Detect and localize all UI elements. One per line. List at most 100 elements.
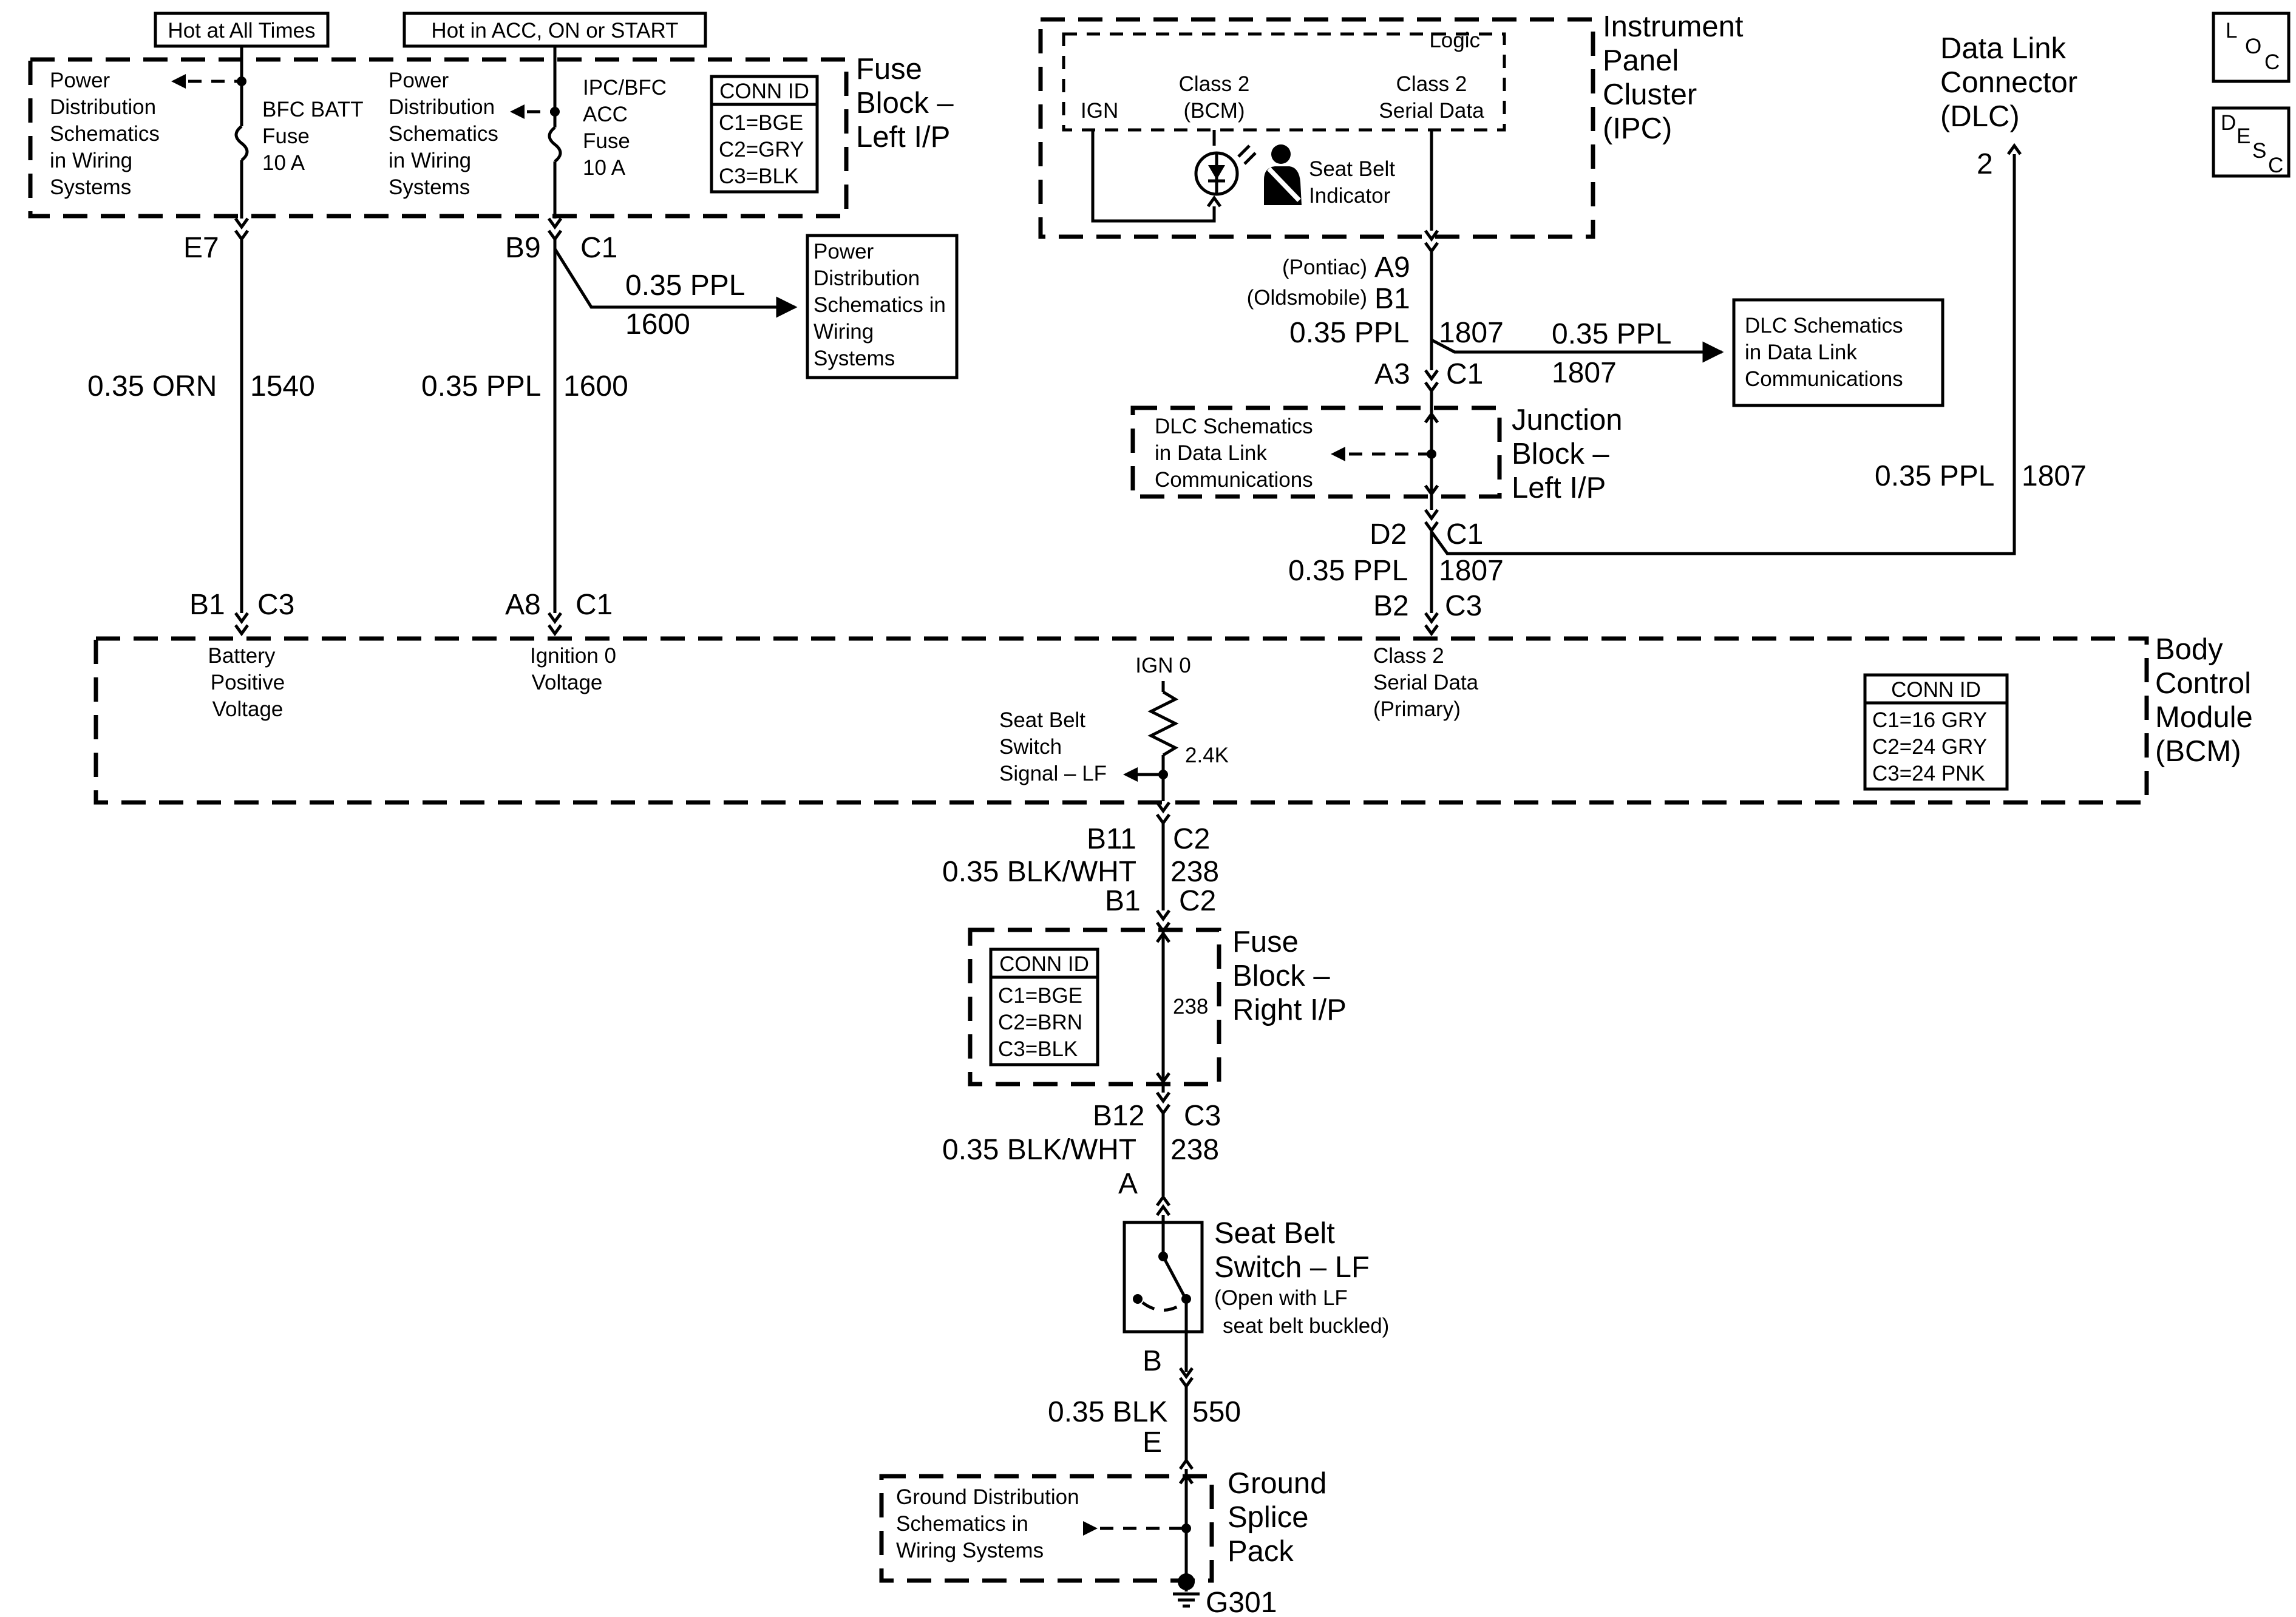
seat-belt-switch-lf: Seat Belt Switch – LF (Open with LF seat…	[1123, 1215, 1389, 1338]
svg-text:DLC Schematics: DLC Schematics	[1155, 415, 1313, 438]
svg-text:Wiring: Wiring	[813, 320, 874, 344]
svg-text:10 A: 10 A	[262, 151, 305, 175]
svg-text:(Open with LF: (Open with LF	[1214, 1286, 1348, 1310]
data-link-connector: Data Link Connector (DLC) 2	[1940, 32, 2077, 180]
ground-distribution-ref[interactable]: Ground Distribution Schematics in Wiring…	[896, 1485, 1079, 1562]
power-distribution-ref-1[interactable]: Power Distribution Schematics in Wiring …	[50, 69, 160, 199]
svg-text:in Wiring: in Wiring	[50, 149, 132, 172]
svg-text:C3=BLK: C3=BLK	[998, 1037, 1078, 1061]
svg-text:0.35 PPL: 0.35 PPL	[1875, 460, 1994, 492]
svg-text:in Data Link: in Data Link	[1745, 341, 1857, 364]
connector-c3: C3	[257, 589, 294, 621]
svg-text:Distribution: Distribution	[50, 95, 156, 119]
svg-text:Fuse: Fuse	[583, 129, 630, 153]
svg-text:Ignition 0: Ignition 0	[530, 644, 616, 668]
svg-text:C3=BLK: C3=BLK	[719, 164, 798, 188]
svg-text:10 A: 10 A	[583, 156, 626, 180]
svg-text:Body: Body	[2155, 633, 2223, 666]
dlc-schematics-ref-1[interactable]: DLC Schematics in Data Link Communicatio…	[1732, 298, 1944, 407]
power-distribution-ref-2[interactable]: Power Distribution Schematics in Wiring …	[389, 69, 498, 199]
connector-b9: B9	[505, 232, 541, 264]
svg-text:Schematics: Schematics	[389, 122, 498, 146]
svg-text:238: 238	[1173, 995, 1208, 1019]
desc-button[interactable]: D E S C	[2212, 106, 2291, 178]
svg-text:Signal – LF: Signal – LF	[999, 762, 1107, 785]
svg-text:Junction: Junction	[1512, 404, 1623, 436]
wire-238-lower: 0.35 BLK/WHT 238	[942, 1113, 1219, 1196]
svg-text:DLC Schematics: DLC Schematics	[1745, 314, 1903, 337]
svg-text:2.4K: 2.4K	[1185, 744, 1229, 767]
svg-text:Switch – LF: Switch – LF	[1214, 1251, 1370, 1284]
svg-text:(Oldsmobile): (Oldsmobile)	[1247, 286, 1367, 310]
ground-splice-pack: Ground Splice Pack Ground Distribution S…	[879, 1467, 1326, 1583]
junction-block-left: Junction Block – Left I/P DLC Schematics…	[1130, 391, 1623, 510]
svg-text:Left I/P: Left I/P	[856, 121, 950, 154]
svg-text:C: C	[2264, 50, 2280, 74]
svg-text:Positive: Positive	[211, 671, 285, 694]
connector-c1-top: C1	[580, 232, 617, 264]
svg-text:Data Link: Data Link	[1940, 32, 2067, 65]
svg-text:C: C	[2268, 154, 2283, 177]
body-control-module: Body Control Module (BCM) Battery Positi…	[93, 633, 2253, 805]
connector-b12: B12	[1093, 1100, 1144, 1132]
svg-text:C2=BRN: C2=BRN	[998, 1011, 1082, 1034]
svg-text:1807: 1807	[1439, 317, 1504, 349]
loc-button[interactable]: L O C	[2212, 12, 2291, 83]
svg-text:Pack: Pack	[1228, 1535, 1294, 1568]
svg-text:D: D	[2221, 111, 2236, 135]
svg-text:Communications: Communications	[1155, 468, 1313, 492]
instrument-panel-cluster: Logic Instrument Panel Cluster (IPC) Cla…	[1038, 10, 1744, 239]
ground-g301: G301	[1173, 1573, 1277, 1617]
svg-text:Ground Distribution: Ground Distribution	[896, 1485, 1079, 1509]
svg-text:Left I/P: Left I/P	[1512, 472, 1606, 504]
wire-1807-bcm: 0.35 PPL 1807	[1288, 531, 1504, 613]
svg-text:C2=24 GRY: C2=24 GRY	[1872, 735, 1987, 759]
wire-1807-dlc-branch: 0.35 PPL 1807	[1430, 318, 1724, 389]
svg-text:(Primary): (Primary)	[1373, 697, 1461, 721]
svg-text:550: 550	[1192, 1396, 1241, 1428]
svg-text:Seat Belt: Seat Belt	[999, 708, 1085, 732]
svg-text:Serial Data: Serial Data	[1373, 671, 1479, 694]
svg-text:Cluster: Cluster	[1603, 78, 1697, 111]
connector-c1-junction: C1	[1446, 518, 1483, 551]
svg-text:Hot in ACC, ON or START: Hot in ACC, ON or START	[431, 19, 678, 42]
svg-text:S: S	[2252, 139, 2266, 163]
svg-text:0.35 BLK/WHT: 0.35 BLK/WHT	[942, 856, 1136, 888]
svg-text:Schematics: Schematics	[50, 122, 160, 146]
connector-a: A	[1118, 1168, 1138, 1200]
svg-text:Right I/P: Right I/P	[1232, 994, 1347, 1026]
svg-text:Serial Data: Serial Data	[1379, 99, 1484, 123]
svg-text:Power: Power	[50, 69, 110, 92]
svg-text:0.35 PPL: 0.35 PPL	[1289, 317, 1409, 349]
svg-text:Communications: Communications	[1745, 367, 1903, 391]
svg-text:(IPC): (IPC)	[1603, 112, 1672, 145]
svg-text:1540: 1540	[250, 370, 315, 402]
connector-b1: B1	[189, 589, 225, 621]
svg-text:1807: 1807	[1439, 555, 1504, 587]
connector-a3: A3	[1374, 358, 1410, 390]
wire-550: 0.35 BLK 550	[1048, 1386, 1241, 1460]
svg-text:0.35 PPL: 0.35 PPL	[625, 270, 745, 302]
svg-text:0.35 ORN: 0.35 ORN	[87, 370, 217, 402]
svg-text:Control: Control	[2155, 667, 2251, 700]
svg-text:ACC: ACC	[583, 103, 628, 126]
svg-text:Seat Belt: Seat Belt	[1309, 157, 1395, 181]
svg-text:Systems: Systems	[50, 175, 131, 199]
wire-1600-branch: 0.35 PPL 1600	[553, 248, 798, 341]
svg-text:Module: Module	[2155, 701, 2253, 734]
svg-text:Logic: Logic	[1429, 29, 1480, 52]
svg-text:Fuse: Fuse	[262, 124, 310, 148]
svg-text:Ground: Ground	[1228, 1467, 1326, 1500]
svg-text:Block –: Block –	[856, 87, 954, 120]
svg-text:Class 2: Class 2	[1179, 72, 1250, 96]
svg-text:C2=GRY: C2=GRY	[719, 138, 804, 161]
svg-text:CONN ID: CONN ID	[1891, 678, 1981, 702]
hot-in-acc-label: Hot in ACC, ON or START	[402, 12, 707, 48]
svg-text:O: O	[2245, 35, 2261, 58]
svg-text:0.35 PPL: 0.35 PPL	[1552, 318, 1671, 350]
connector-e7: E7	[183, 232, 219, 264]
power-distribution-ref-3[interactable]: Power Distribution Schematics in Wiring …	[806, 234, 959, 379]
svg-text:IGN: IGN	[1081, 99, 1118, 123]
dlc-schematics-ref-2[interactable]: DLC Schematics in Data Link Communicatio…	[1155, 415, 1313, 492]
svg-text:IPC/BFC: IPC/BFC	[583, 76, 667, 100]
